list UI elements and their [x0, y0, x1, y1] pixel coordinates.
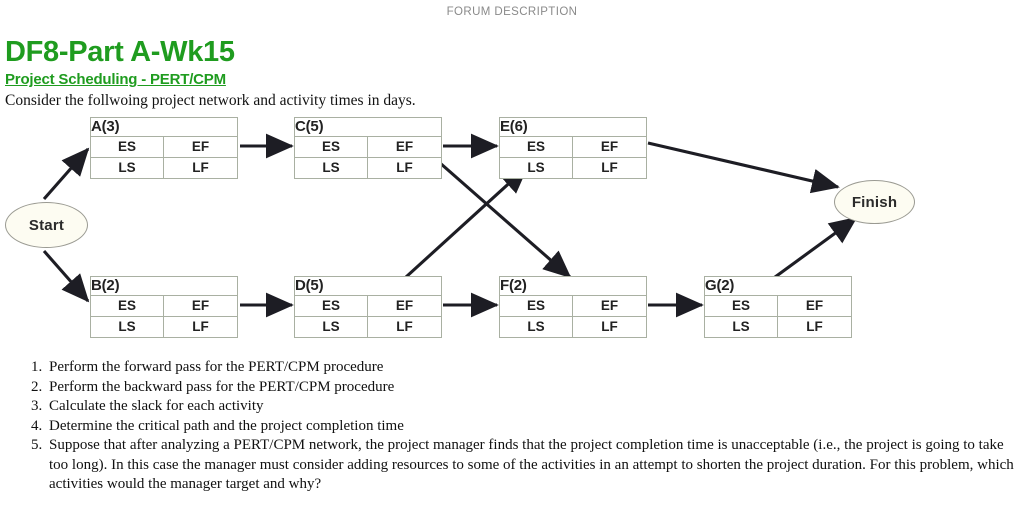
node-e-early-row: ES EF: [500, 137, 646, 158]
node-f: F(2) ES EF LS LF: [499, 276, 647, 338]
node-d: D(5) ES EF LS LF: [294, 276, 442, 338]
node-g-title: G(2): [705, 277, 851, 296]
node-d-lf: LF: [396, 319, 413, 334]
network-edges: [42, 133, 858, 318]
list-item: Calculate the slack for each activity: [46, 397, 1024, 417]
node-a-lf: LF: [192, 160, 209, 175]
node-b-ls: LS: [91, 317, 164, 337]
node-b-early-row: ES EF: [91, 296, 237, 317]
node-d-early-row: ES EF: [295, 296, 441, 317]
forum-description-header: FORUM DESCRIPTION: [446, 6, 578, 18]
node-b-ef: EF: [191, 298, 210, 313]
node-c-early-row: ES EF: [295, 137, 441, 158]
node-g: G(2) ES EF LS LF: [704, 276, 852, 338]
node-c-ls: LS: [295, 158, 368, 178]
node-f-lf: LF: [601, 319, 618, 334]
node-f-title: F(2): [500, 277, 646, 296]
list-item: Suppose that after analyzing a PERT/CPM …: [46, 436, 1024, 495]
node-c-title: C(5): [295, 118, 441, 137]
node-e-ef: EF: [600, 139, 619, 154]
node-e-ls: LS: [500, 158, 573, 178]
edge-start-b: [42, 249, 90, 303]
list-item: Perform the backward pass for the PERT/C…: [46, 378, 1024, 398]
node-d-title: D(5): [295, 277, 441, 296]
node-b-lf: LF: [192, 319, 209, 334]
node-d-late-row: LS LF: [295, 317, 441, 337]
edge-e-finish: [647, 141, 840, 194]
edge-c-f: [438, 161, 572, 279]
page-subtitle: Project Scheduling - PERT/CPM: [5, 71, 226, 88]
node-a: A(3) ES EF LS LF: [90, 117, 238, 179]
node-e-late-row: LS LF: [500, 158, 646, 178]
node-g-ef: EF: [805, 298, 824, 313]
node-c: C(5) ES EF LS LF: [294, 117, 442, 179]
node-f-es: ES: [500, 296, 573, 316]
page-title: DF8-Part A-Wk15: [5, 36, 235, 68]
node-e-es: ES: [500, 137, 573, 157]
node-c-late-row: LS LF: [295, 158, 441, 178]
node-a-late-row: LS LF: [91, 158, 237, 178]
node-start-label: Start: [28, 216, 65, 234]
node-b-es: ES: [91, 296, 164, 316]
node-finish: Finish: [834, 180, 915, 224]
node-b-late-row: LS LF: [91, 317, 237, 337]
node-g-ls: LS: [705, 317, 778, 337]
edge-start-a: [42, 147, 90, 201]
node-a-early-row: ES EF: [91, 137, 237, 158]
pert-cpm-network-diagram: Start Finish A(3) ES EF LS LF C(5) ES EF…: [0, 105, 1024, 355]
node-a-ls: LS: [91, 158, 164, 178]
edge-d-e: [404, 165, 529, 279]
node-d-ls: LS: [295, 317, 368, 337]
node-e-lf: LF: [601, 160, 618, 175]
node-g-late-row: LS LF: [705, 317, 851, 337]
node-d-ef: EF: [395, 298, 414, 313]
node-c-lf: LF: [396, 160, 413, 175]
intro-text: Consider the follwoing project network a…: [5, 92, 416, 109]
node-c-ef: EF: [395, 139, 414, 154]
node-f-early-row: ES EF: [500, 296, 646, 317]
node-e: E(6) ES EF LS LF: [499, 117, 647, 179]
node-f-ls: LS: [500, 317, 573, 337]
node-g-lf: LF: [806, 319, 823, 334]
node-c-es: ES: [295, 137, 368, 157]
list-item: Perform the forward pass for the PERT/CP…: [46, 358, 1024, 378]
node-a-ef: EF: [191, 139, 210, 154]
node-e-title: E(6): [500, 118, 646, 137]
node-finish-label: Finish: [851, 193, 898, 211]
node-g-early-row: ES EF: [705, 296, 851, 317]
question-list: Perform the forward pass for the PERT/CP…: [0, 358, 1024, 495]
node-b-title: B(2): [91, 277, 237, 296]
node-start: Start: [5, 202, 88, 248]
node-f-late-row: LS LF: [500, 317, 646, 337]
node-g-es: ES: [705, 296, 778, 316]
node-d-es: ES: [295, 296, 368, 316]
node-f-ef: EF: [600, 298, 619, 313]
node-b: B(2) ES EF LS LF: [90, 276, 238, 338]
node-a-es: ES: [91, 137, 164, 157]
node-a-title: A(3): [91, 118, 237, 137]
list-item: Determine the critical path and the proj…: [46, 417, 1024, 437]
